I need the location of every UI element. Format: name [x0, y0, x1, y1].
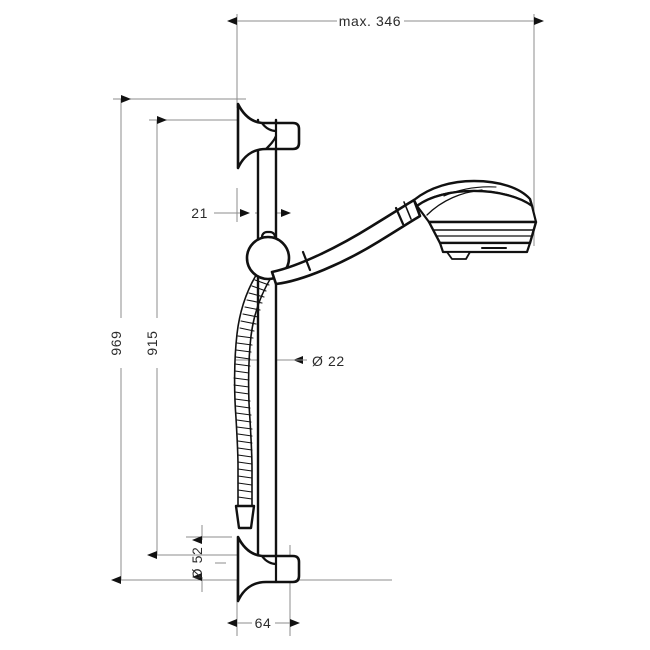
dim-label-wall-offset: 21 [191, 205, 208, 221]
dim-label-overall-height: 969 [108, 330, 124, 355]
slide-bar [256, 118, 278, 562]
shower-holder [245, 230, 291, 281]
dim-label-bar-height: 915 [144, 330, 160, 355]
dim-label-bar-diameter: Ø 22 [312, 353, 345, 369]
product-outline-layer [233, 102, 538, 603]
upper-wall-bracket [236, 102, 301, 170]
dimension-layer [111, 14, 544, 636]
shower-hose [233, 271, 273, 530]
lower-wall-bracket [236, 535, 301, 603]
dim-label-bracket-diameter: Ø 52 [189, 547, 205, 580]
hand-shower [270, 179, 538, 286]
dimension-text-layer: max. 346 969 915 21 Ø 22 Ø 52 64 [108, 13, 401, 631]
dim-label-max-reach: max. 346 [339, 13, 401, 29]
dim-label-bracket-projection: 64 [255, 615, 272, 631]
